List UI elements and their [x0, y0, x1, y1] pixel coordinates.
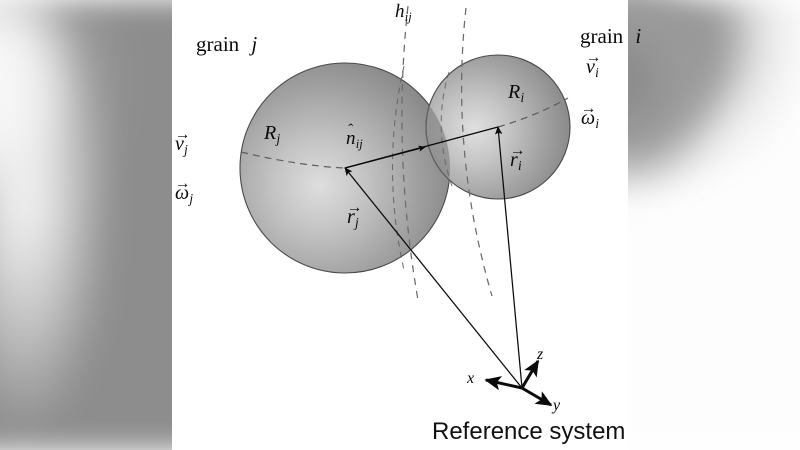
label-radius-j-symbol: R: [264, 122, 277, 144]
label-grain-i: grain i: [580, 26, 641, 47]
overlap-dashed-left: [401, 5, 419, 301]
label-grain-i-index: i: [635, 24, 642, 48]
label-radius-j: Rj: [264, 122, 281, 146]
vector-accent-icon: →: [174, 125, 191, 143]
label-axis-y: y: [553, 397, 561, 414]
label-vi-sub: i: [595, 64, 599, 80]
label-wi-symbol: ω: [581, 107, 596, 129]
radius-line-j: [240, 151, 346, 169]
label-grain-j: grain j: [196, 34, 257, 55]
label-rj-vec-wrap: →r: [347, 200, 363, 228]
label-radius-i-sub: i: [520, 89, 525, 105]
label-grain-j-text: grain: [196, 32, 240, 56]
label-wj-vec-wrap: →ω: [175, 176, 191, 204]
sphere-i-back-curve: [440, 71, 453, 187]
label-normal-symbol: n: [346, 128, 356, 149]
label-ri-sub: i: [518, 157, 522, 173]
label-grain-j-index: j: [251, 32, 258, 56]
axis-y-arrow: [521, 386, 553, 407]
label-velocity-i: →vi: [586, 50, 602, 80]
axis-x-arrow: [484, 376, 523, 391]
label-axis-x: x: [467, 370, 475, 387]
label-position-vector-j: →rj: [347, 200, 363, 230]
label-vj-vec-wrap: →v: [175, 127, 191, 155]
label-wj-symbol: ω: [175, 182, 190, 204]
vector-accent-icon: →: [509, 141, 526, 159]
vector-accent-icon: →: [346, 198, 363, 216]
vector-accent-icon: →: [580, 99, 597, 117]
label-wi-vec-wrap: →ω: [581, 101, 597, 129]
label-vj-sub: j: [184, 141, 188, 157]
label-axis-z: z: [537, 346, 544, 363]
label-radius-i-symbol: R: [508, 81, 521, 103]
label-position-vector-i: →ri: [510, 143, 526, 173]
label-vi-symbol: v: [586, 56, 595, 78]
label-overlap-sub: ij: [404, 9, 412, 24]
figure-caption: Reference system: [432, 418, 626, 445]
label-radius-j-sub: j: [276, 130, 281, 146]
position-vector-j: [344, 167, 523, 389]
radius-line-i: [497, 97, 569, 128]
vector-accent-icon: →: [174, 174, 191, 192]
label-wj-sub: j: [189, 190, 194, 206]
label-ri-symbol: r: [510, 149, 518, 171]
label-rj-sub: j: [355, 214, 359, 230]
hat-accent-icon: ˆ: [348, 121, 354, 139]
sphere-j-back-curve: [392, 65, 405, 271]
label-wi-sub: i: [595, 115, 600, 131]
label-grain-i-text: grain: [580, 24, 624, 48]
label-overlap-symbol: h: [395, 1, 405, 22]
axis-z-arrow: [520, 359, 540, 389]
overlap-region: [425, 63, 450, 200]
label-vj-symbol: v: [175, 133, 184, 155]
label-vi-vec-wrap: →v: [586, 50, 602, 78]
label-radius-i: Ri: [508, 81, 525, 105]
vector-accent-icon: →: [585, 48, 602, 66]
label-angular-velocity-j: →ωj: [175, 176, 194, 206]
label-velocity-j: →vj: [175, 127, 191, 157]
label-normal-sub: ij: [355, 136, 363, 151]
label-rj-symbol: r: [347, 206, 355, 228]
position-vector-i: [494, 126, 523, 389]
label-overlap-h: hij: [395, 1, 412, 24]
overlap-dashed-right: [460, 7, 493, 297]
normal-vector-head: [344, 145, 426, 169]
label-ri-vec-wrap: →r: [510, 143, 526, 171]
label-angular-velocity-i: →ωi: [581, 101, 600, 131]
